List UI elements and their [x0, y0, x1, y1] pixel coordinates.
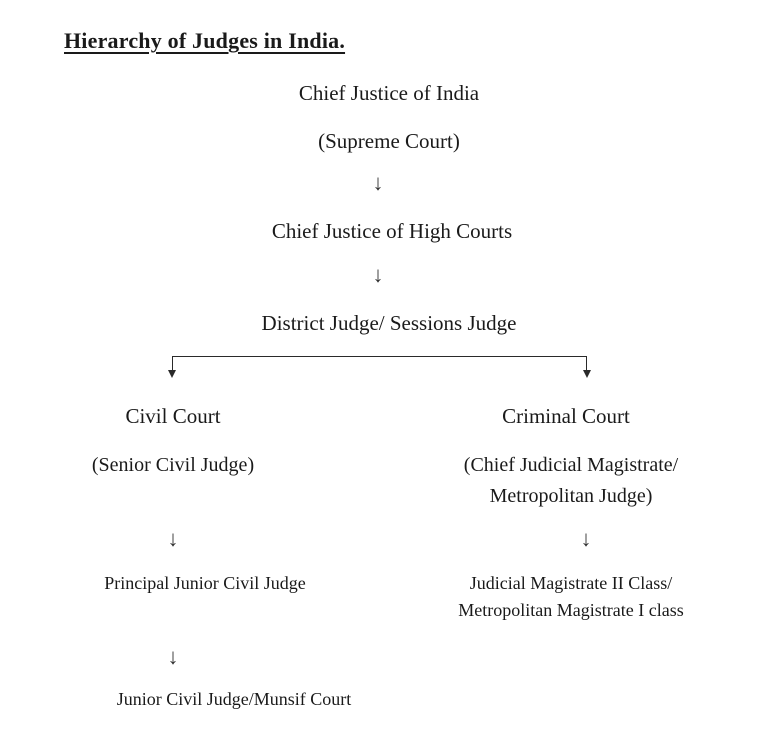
branch-connector — [168, 356, 591, 382]
node-criminal-court: Criminal Court — [502, 404, 630, 428]
branch-arrowhead-left-icon — [168, 370, 176, 378]
down-arrow-icon: ↓ — [167, 526, 179, 551]
down-arrow-icon: ↓ — [372, 262, 384, 287]
node-civil-court: Civil Court — [125, 404, 221, 428]
page-title: Hierarchy of Judges in India. — [64, 28, 346, 53]
down-arrow-icon: ↓ — [580, 526, 592, 551]
node-principal-junior-civil-judge: Principal Junior Civil Judge — [104, 573, 306, 593]
node-chief-judicial-magistrate-line2: Metropolitan Judge) — [489, 485, 653, 507]
branch-arrowhead-right-icon — [583, 370, 591, 378]
down-arrow-icon: ↓ — [372, 170, 384, 195]
node-senior-civil-judge: (Senior Civil Judge) — [91, 454, 255, 476]
node-chief-justice-of-high-courts: Chief Justice of High Courts — [271, 219, 513, 243]
node-chief-justice-of-india: Chief Justice of India — [298, 81, 480, 105]
node-judicial-magistrate-line2: Metropolitan Magistrate I class — [458, 600, 684, 620]
branch-stem-left — [172, 356, 173, 372]
node-supreme-court: (Supreme Court) — [318, 129, 460, 153]
down-arrow-icon: ↓ — [167, 644, 179, 669]
branch-stem-right — [586, 356, 587, 372]
node-junior-civil-judge-munsif-court: Junior Civil Judge/Munsif Court — [116, 689, 352, 709]
branch-horizontal-line — [172, 356, 587, 357]
node-district-sessions-judge: District Judge/ Sessions Judge — [261, 311, 517, 335]
node-chief-judicial-magistrate-line1: (Chief Judicial Magistrate/ — [463, 454, 679, 476]
node-judicial-magistrate-line1: Judicial Magistrate II Class/ — [469, 573, 673, 593]
